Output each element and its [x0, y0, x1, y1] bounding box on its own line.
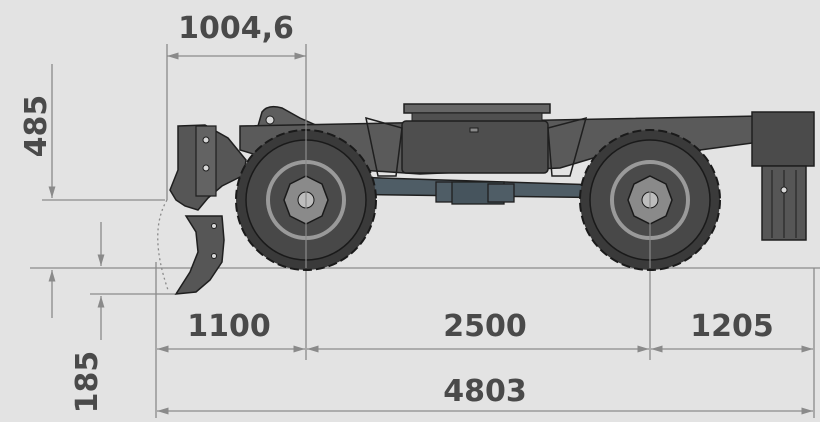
dim-label-wheelbase: 2500 — [443, 309, 527, 344]
blade-pin-2 — [202, 164, 210, 172]
front-wheel — [235, 129, 377, 271]
brace-rear — [547, 116, 588, 177]
rear-leg-pin — [780, 186, 788, 194]
dim-label-height: 485 — [19, 95, 54, 158]
dim-label-top-offset: 1004,6 — [178, 11, 294, 46]
rear-box — [751, 111, 815, 167]
dim-label-front-overhang: 1100 — [187, 309, 271, 344]
front-blade-lower — [174, 215, 225, 295]
dim-label-overall-length: 4803 — [443, 374, 527, 409]
machine — [169, 103, 815, 295]
turntable-plate — [403, 103, 551, 114]
tank-cap — [469, 127, 479, 133]
dim-label-rear-overhang: 1205 — [690, 309, 774, 344]
blade-pin-4 — [211, 253, 217, 259]
diff-block-3 — [487, 183, 515, 203]
turntable-ring — [411, 112, 543, 122]
dimension-lines — [30, 44, 820, 418]
tank-box — [401, 120, 549, 174]
dim-label-clearance: 185 — [70, 351, 105, 414]
blade-swing-arc — [157, 199, 169, 291]
blade-bracket — [195, 125, 217, 197]
arm-pin — [265, 115, 275, 125]
blade-pin-3 — [211, 223, 217, 229]
brace-front — [365, 116, 403, 177]
blade-pin-1 — [202, 136, 210, 144]
